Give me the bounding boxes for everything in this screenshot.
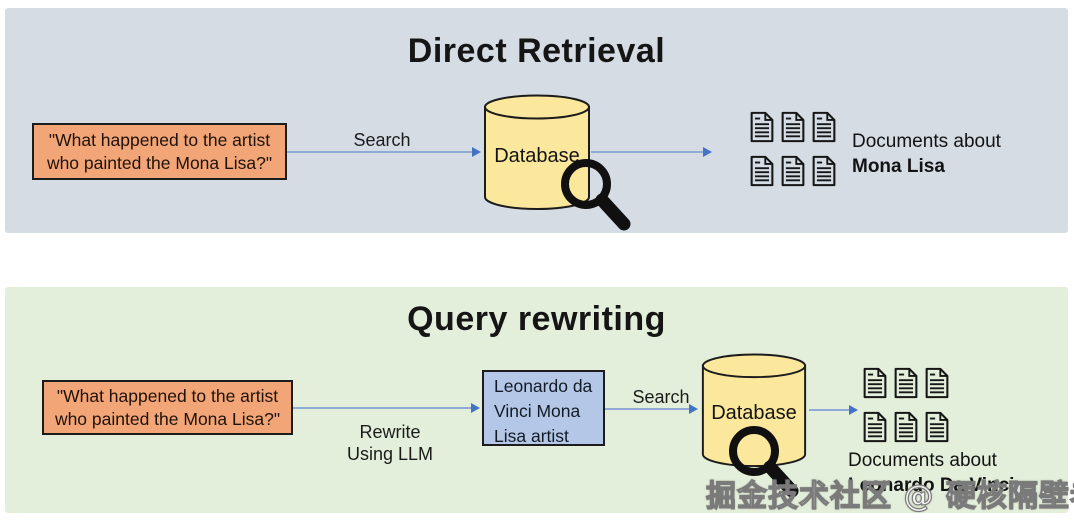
document-icon	[779, 111, 807, 143]
rewriting-documents-group	[861, 367, 951, 443]
document-icon	[748, 111, 776, 143]
rewrite-arrowhead	[471, 403, 480, 413]
direct-documents-group	[748, 111, 838, 187]
rewrite-llm-label-line1: Rewrite	[359, 422, 421, 442]
rewritten-query-box: Leonardo da Vinci Mona Lisa artist	[482, 370, 605, 446]
direct-query-line2: who painted the Mona Lisa?"	[46, 152, 273, 173]
rewrite-arrow-line	[293, 407, 471, 409]
rewriting-docs-caption: Documents about Leonardo Da Vinci	[848, 448, 1014, 498]
direct-search-label: Search	[353, 130, 411, 150]
document-icon	[892, 367, 920, 399]
rewritten-query-line1: Leonardo da	[494, 376, 593, 396]
rewriting-results-arrow-line	[809, 409, 849, 411]
watermark-text: 掘金技术社区 @ 硬核隔壁老王	[705, 478, 1074, 514]
direct-query-box: "What happened to the artist who painted…	[32, 123, 287, 180]
rewriting-docs-caption-line2: Leonardo Da Vinci	[848, 475, 1015, 496]
direct-search-arrow-line	[287, 151, 472, 153]
query-rewriting-panel: Query rewriting "What happened to the ar…	[5, 287, 1068, 513]
document-icon	[810, 111, 838, 143]
rewriting-docs-caption-line1: Documents about	[848, 450, 997, 471]
direct-search-arrowhead	[472, 147, 481, 157]
direct-query-line1: "What happened to the artist	[48, 129, 271, 150]
document-icon	[892, 411, 920, 443]
rewritten-query-line3: Lisa artist	[494, 426, 569, 446]
document-icon	[923, 367, 951, 399]
rewrite-llm-label: Rewrite Using LLM	[330, 421, 450, 465]
direct-results-arrow-line	[591, 151, 703, 153]
document-icon	[923, 411, 951, 443]
document-icon	[861, 367, 889, 399]
rewriting-results-arrowhead	[849, 405, 858, 415]
rewrite-llm-label-line2: Using LLM	[346, 444, 434, 464]
document-icon	[779, 155, 807, 187]
direct-database-label: Database	[494, 145, 580, 167]
rewriting-search-label: Search	[632, 387, 690, 407]
rewriting-search-arrowhead	[689, 404, 698, 414]
rewritten-query-line2: Vinci Mona	[494, 401, 581, 421]
direct-results-arrowhead	[703, 147, 712, 157]
direct-docs-caption-line2: Mona Lisa	[852, 156, 945, 177]
rewriting-query-box: "What happened to the artist who painted…	[42, 380, 293, 435]
rewriting-database-label: Database	[711, 402, 797, 424]
direct-docs-caption-line1: Documents about	[852, 131, 1001, 152]
direct-retrieval-panel: Direct Retrieval "What happened to the a…	[5, 8, 1068, 233]
document-icon	[861, 411, 889, 443]
rewriting-search-arrow-line	[605, 408, 689, 410]
magnifying-glass-icon	[552, 150, 642, 240]
rewriting-query-line2: who painted the Mona Lisa?"	[54, 408, 281, 429]
rewriting-query-line1: "What happened to the artist	[56, 385, 279, 406]
document-icon	[748, 155, 776, 187]
document-icon	[810, 155, 838, 187]
direct-docs-caption: Documents about Mona Lisa	[852, 129, 1001, 179]
direct-retrieval-title: Direct Retrieval	[407, 32, 666, 70]
query-rewriting-title: Query rewriting	[407, 300, 666, 338]
